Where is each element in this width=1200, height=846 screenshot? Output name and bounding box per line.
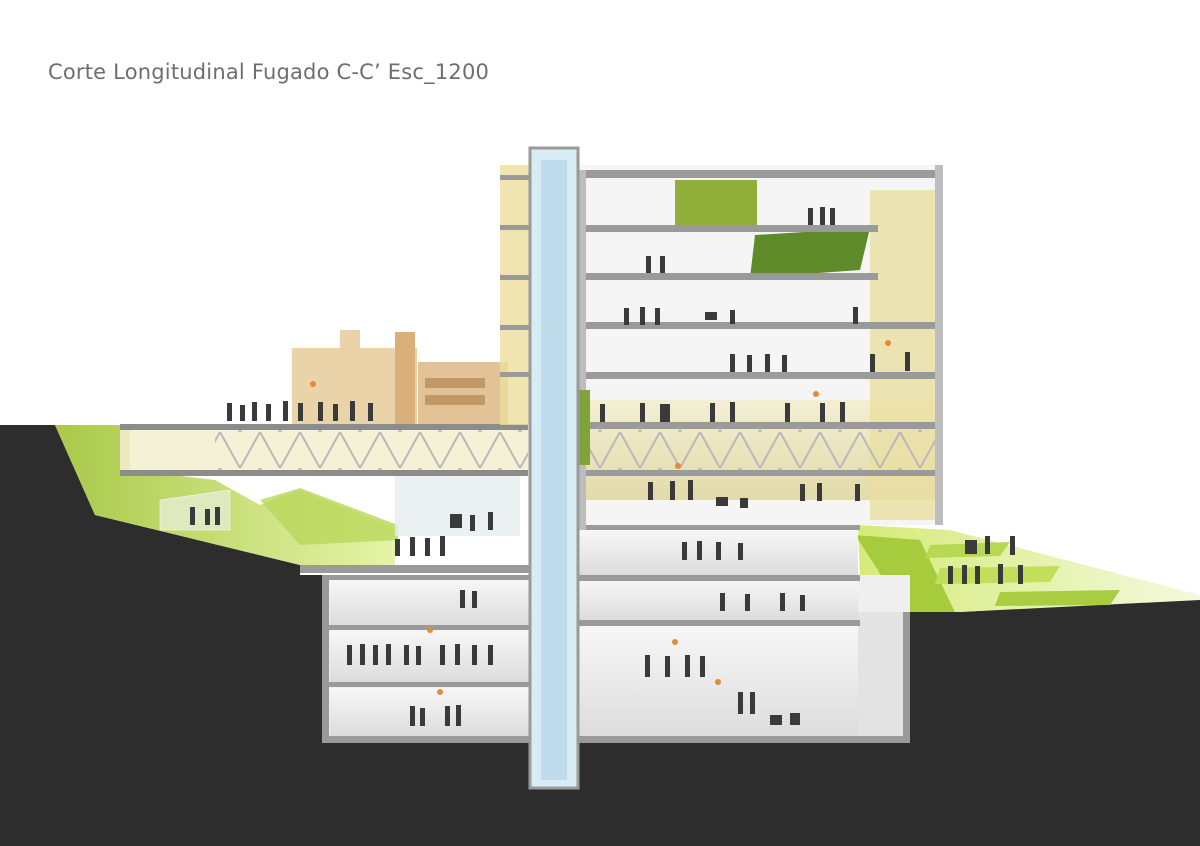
skywalk-bridge xyxy=(120,424,528,536)
drawing-title: Corte Longitudinal Fugado C-C’ Esc_1200 xyxy=(48,60,490,84)
ground-level xyxy=(300,523,860,581)
background-buildings xyxy=(292,330,508,428)
right-lawn-2 xyxy=(935,566,1060,584)
people-silhouettes xyxy=(190,207,1023,726)
tower-upper-floors xyxy=(500,165,943,530)
left-ramp xyxy=(260,488,398,545)
right-lawn-patch xyxy=(855,535,955,612)
right-lawn-3 xyxy=(995,590,1120,606)
elevator-shaft xyxy=(528,146,580,790)
light-markers xyxy=(310,340,891,695)
